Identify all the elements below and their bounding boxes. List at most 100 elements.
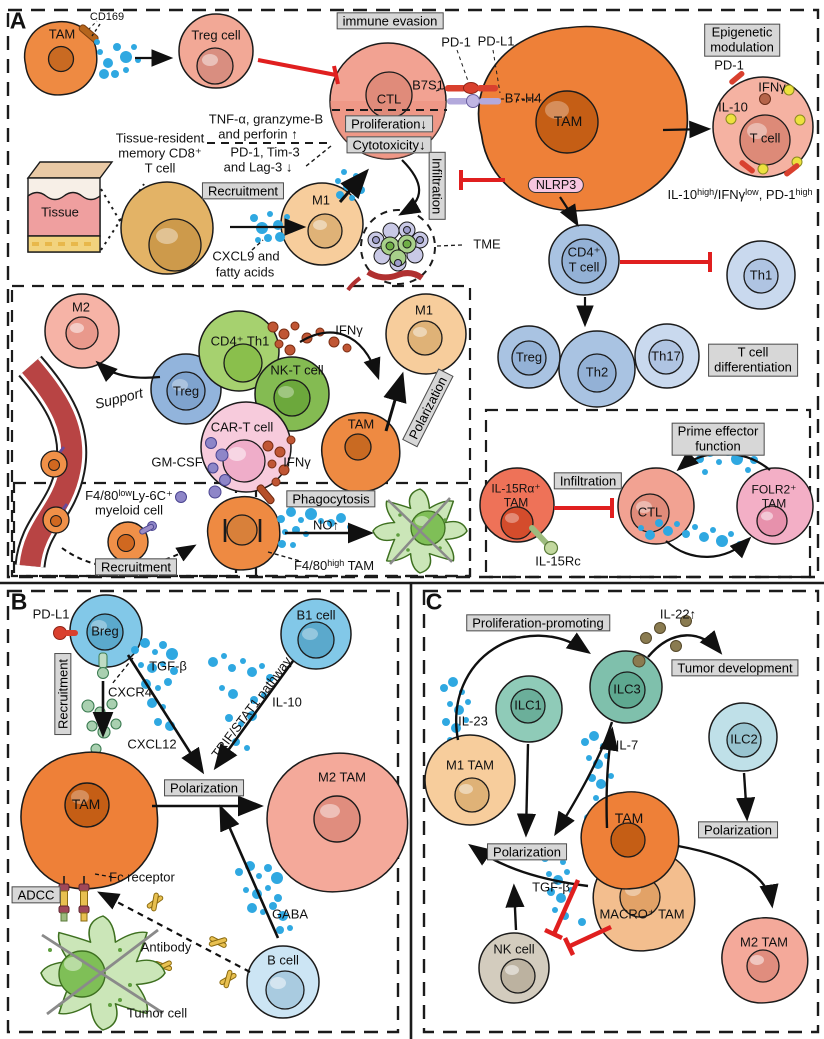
- proliferation-box: Proliferation↓: [345, 115, 433, 133]
- tam2-label: TAM: [347, 416, 375, 432]
- macro-tam-label: MACRO⁺ TAM: [599, 906, 685, 922]
- ifng3-label: IFNγ: [283, 454, 311, 470]
- cd169-label: CD169: [89, 10, 125, 23]
- ifng-dots-cart: [262, 435, 296, 487]
- ctl-label: CTL: [376, 91, 402, 107]
- ilc3-label: ILC3: [613, 681, 641, 697]
- dashed-pointers-a: [91, 23, 540, 562]
- tumor-cell-phagocytosis: [373, 489, 467, 573]
- arrows-c: [455, 630, 779, 931]
- cd4-label-2: T cell: [568, 259, 600, 275]
- blood-vessel: [14, 355, 88, 569]
- tgfb-label-b: TGF-β: [149, 658, 187, 674]
- b1-cell: [280, 598, 352, 670]
- cd4-tcell: [548, 224, 620, 296]
- prime-line1: Prime effector: [677, 423, 759, 439]
- ilc2-cell: [708, 702, 778, 772]
- m2-tam-cell-b: [267, 753, 408, 892]
- m2tam-label-c: M2 TAM: [740, 934, 788, 950]
- epigenetic-box: Epigenetic modulation: [704, 23, 780, 57]
- cd4th1-label: CD4⁺ Th1: [210, 333, 270, 349]
- il10-label-b: IL-10: [272, 694, 302, 710]
- receptor-pair-pd1-pdl1: [435, 49, 501, 108]
- cd8-trm-cell: [120, 181, 214, 275]
- tam-cell-big: [479, 27, 688, 211]
- il15rc-label: IL-15Rc: [535, 553, 581, 569]
- nlrp3-pill: NLRP3: [527, 177, 585, 193]
- il10-label-tcell: IL-10: [718, 99, 748, 115]
- tam-receptor-icon: [256, 484, 275, 505]
- tissue-icon: [26, 161, 114, 253]
- gmcsf-dots-purple: [147, 437, 231, 531]
- folr2-tam-cell: [736, 467, 814, 545]
- folr2-label-1: FOLR2⁺: [751, 482, 797, 497]
- treg2-label: Treg: [515, 349, 543, 365]
- tam-cell-topleft: [25, 21, 100, 95]
- treg-cell-label: Treg cell: [191, 27, 241, 43]
- pdl1-label: PD-L1: [477, 33, 515, 49]
- immune-evasion-box: immune evasion: [336, 12, 444, 30]
- ilc1-label: ILC1: [514, 697, 542, 713]
- phagocytosis-box: Phagocytosis: [286, 490, 376, 508]
- myeloid-receptor-icon: [139, 523, 155, 535]
- m1-cell-subpanel: [385, 293, 467, 375]
- il15ra-label-1: IL-15Rα⁺: [491, 481, 541, 496]
- cart-cell: [200, 401, 292, 493]
- m2tam-label-b: M2 TAM: [318, 769, 366, 785]
- lag3-label: and Lag-3 ↓: [223, 159, 293, 175]
- b-cell-label: B cell: [267, 952, 299, 968]
- tumor-cell-b: [41, 916, 165, 1030]
- tam-cell-subpanel: [322, 413, 400, 492]
- dashed-arrow-antibody: [94, 657, 251, 973]
- arrows-a: [95, 49, 771, 559]
- nk-cell: [478, 932, 550, 1004]
- gaba-dots-blue: [235, 861, 293, 934]
- polarization-box-c1: Polarization: [487, 843, 567, 861]
- panel-a-sub-left-border: [10, 284, 472, 578]
- cd4-th1-cell: [198, 310, 280, 392]
- pd1-tim3-label: PD-1, Tim-3: [230, 144, 300, 160]
- f480-tam-cell: [208, 484, 280, 570]
- cd4-label-1: CD4⁺: [567, 244, 601, 260]
- folr2-label-2: TAM: [761, 496, 787, 511]
- panel-a-label: A: [9, 7, 27, 34]
- tam-label-b: TAM: [71, 796, 101, 813]
- cxcl9-label-2: fatty acids: [215, 264, 275, 280]
- il22-dot-notch: [632, 654, 646, 668]
- ilc1-cell: [495, 675, 563, 743]
- no-label: NO↑: [313, 517, 339, 533]
- prime-line2: function: [695, 439, 741, 454]
- ilc2-label: ILC2: [730, 731, 758, 747]
- th2-cell: [558, 330, 636, 408]
- th17-cell: [634, 323, 700, 389]
- panel-c-border: [422, 589, 820, 1034]
- m2-tam-cell-c: [722, 918, 808, 1003]
- il15ra-label-2: TAM: [503, 495, 529, 510]
- tme-cluster: [346, 209, 463, 292]
- prime-effector-box: Prime effector function: [671, 422, 765, 456]
- arrows-b: [92, 654, 295, 939]
- recruitment-box-b: Recruitment: [54, 652, 72, 736]
- il15rc-receptor-icon: [529, 525, 551, 548]
- b-cell: [246, 945, 320, 1019]
- panel-c-label: C: [425, 588, 443, 615]
- pdl1-label-b: PD-L1: [32, 606, 70, 622]
- tam-cell-c: [581, 792, 679, 889]
- th1-label: Th1: [749, 267, 773, 283]
- il10-dots-blue-b: [208, 653, 274, 751]
- cxcl9-label-1: CXCL9 and: [212, 248, 280, 264]
- m2-cell: [44, 293, 120, 369]
- breg-label: Breg: [91, 623, 119, 639]
- cytokine-dots-blue-arrowCTL: [335, 169, 365, 201]
- cytotoxicity-box: Cytotoxicity↓: [346, 136, 432, 154]
- tam-label-c: TAM: [614, 810, 644, 827]
- tissue-resident-label-1: Tissue-resident: [115, 130, 205, 146]
- tam-big-label: TAM: [553, 113, 583, 130]
- polarization-box-c2: Polarization: [698, 821, 778, 839]
- treg-cell-top: [178, 13, 254, 89]
- il22-label: IL-22↑: [659, 606, 697, 622]
- ifng2-label: IFNγ: [335, 322, 363, 338]
- m2-label: M2: [71, 299, 91, 315]
- m1-label-a: M1: [311, 192, 331, 208]
